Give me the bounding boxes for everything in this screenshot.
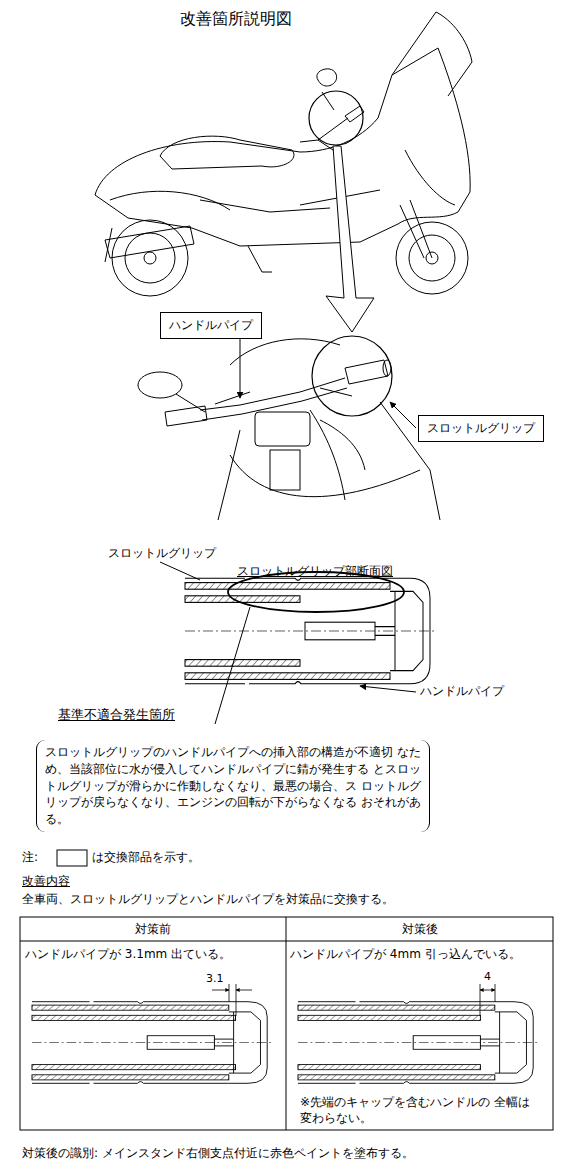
handlebar-figure [138, 339, 440, 520]
identification-note: 対策後の識別: メインスタンド右側支点付近に赤色ペイントを塗布する。 [22, 1145, 414, 1161]
callout-box: スロットルグリップ [418, 415, 544, 442]
note-label: 注: [22, 849, 38, 865]
note-label: は交換部品を示す。 [92, 849, 200, 865]
scooter-figure [95, 12, 472, 296]
table-cell: ハンドルパイプが 4mm 引っ込んでいる。 [290, 946, 521, 962]
part-label: スロットルグリップ [108, 545, 216, 561]
node-text: スロットルグリップ [427, 420, 535, 437]
dimension: 3.1 [206, 972, 224, 987]
node-text: スロットルグリップのハンドルパイプへの挿入部の構造が不適切 なため、当該部位に水… [45, 744, 421, 828]
remedy-text: 全車両、スロットルグリップとハンドルパイプを対策品に交換する。 [22, 891, 394, 907]
note-box: スロットルグリップのハンドルパイプへの挿入部の構造が不適切 なため、当該部位に水… [36, 740, 430, 832]
node-text: ハンドルパイプ [169, 317, 253, 334]
view-title: スロットルグリップ部断面図 [237, 563, 393, 579]
table-header: 対策後 [286, 921, 553, 937]
table-cell: ハンドルパイプが 3.1mm 出ている。 [25, 946, 231, 962]
callout-box: ハンドルパイプ [160, 312, 262, 339]
table-note: ※先端のキャップを含むハンドルの 全幅は変わらない。 [300, 1094, 530, 1126]
diagram-title: 改善箇所説明図 [180, 8, 292, 30]
part-label: ハンドルパイプ [420, 683, 504, 699]
defect-label: 基準不適合発生箇所 [58, 706, 175, 724]
section-heading: 改善内容 [22, 873, 70, 889]
table-header: 対策前 [20, 921, 286, 937]
dimension: 4 [484, 970, 491, 985]
